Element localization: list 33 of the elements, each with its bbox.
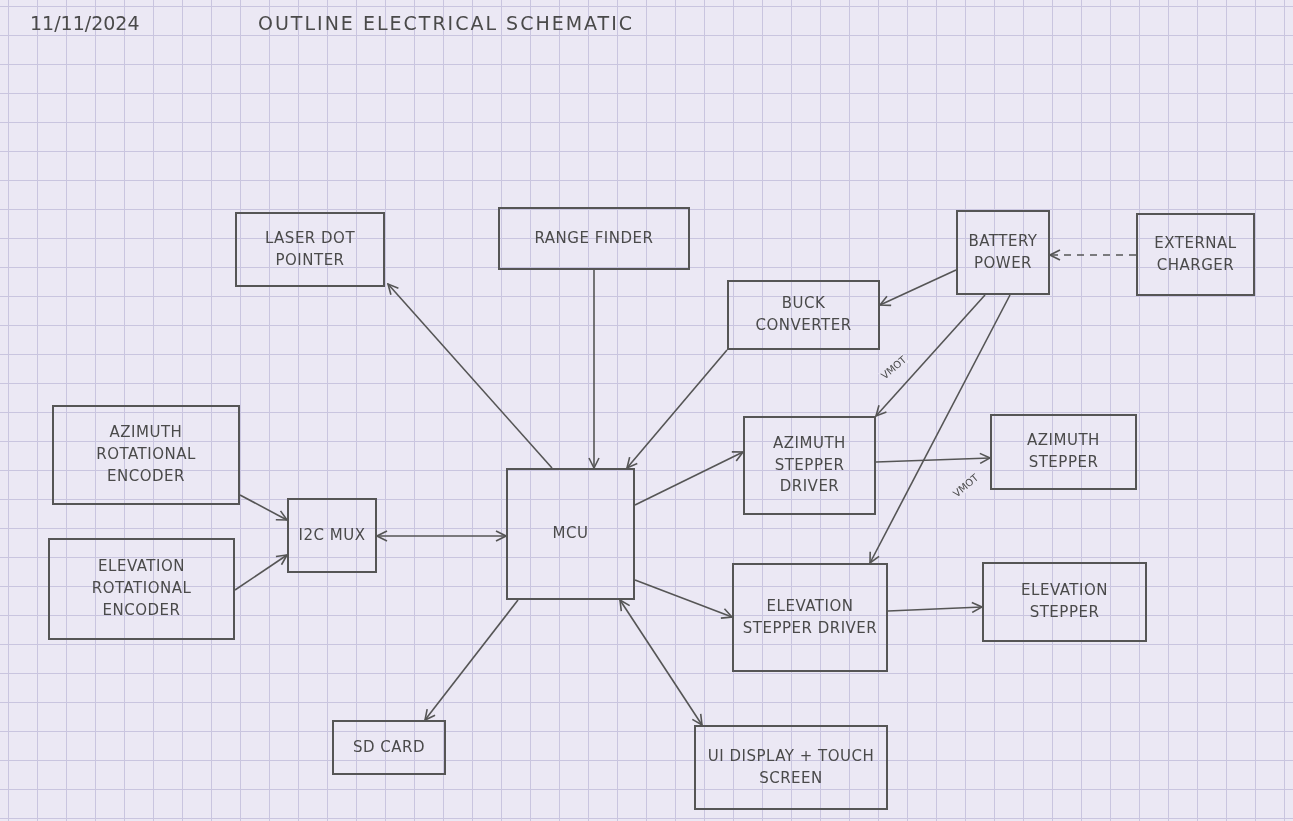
arrow xyxy=(626,349,728,469)
block-box: UI DISPLAY + TOUCH SCREEN xyxy=(694,725,888,810)
arrow xyxy=(875,452,991,465)
arrow xyxy=(234,554,288,591)
block-box: RANGE FINDER xyxy=(498,207,690,270)
block-box: LASER DOT POINTER xyxy=(235,212,385,287)
arrow xyxy=(887,601,983,614)
block-box: BUCK CONVERTER xyxy=(727,280,880,350)
date-label: 11/11/2024 xyxy=(30,12,140,34)
arrow xyxy=(588,269,600,469)
arrow xyxy=(376,530,507,542)
arrow xyxy=(1049,249,1137,261)
block-box: ELEVATION STEPPER DRIVER xyxy=(732,563,888,672)
arrow xyxy=(869,294,1011,564)
arrow xyxy=(634,579,733,619)
block-box: BATTERY POWER xyxy=(956,210,1050,295)
block-box: ELEVATION STEPPER xyxy=(982,562,1147,642)
block-box: I2C MUX xyxy=(287,498,377,573)
block-box: SD CARD xyxy=(332,720,446,775)
block-box: MCU xyxy=(506,468,635,600)
title: OUTLINE ELECTRICAL SCHEMATIC xyxy=(258,12,635,34)
block-box: AZIMUTH STEPPER DRIVER xyxy=(743,416,876,515)
arrow xyxy=(239,494,288,521)
arrow xyxy=(879,269,957,307)
arrow xyxy=(424,599,519,721)
arrow xyxy=(875,294,986,417)
arrow xyxy=(634,451,744,506)
block-box: EXTERNAL CHARGER xyxy=(1136,213,1255,296)
arrow xyxy=(619,599,703,726)
arrow xyxy=(387,283,553,469)
block-box: AZIMUTH STEPPER xyxy=(990,414,1137,490)
block-box: AZIMUTH ROTATIONAL ENCODER xyxy=(52,405,240,505)
block-box: ELEVATION ROTATIONAL ENCODER xyxy=(48,538,235,640)
